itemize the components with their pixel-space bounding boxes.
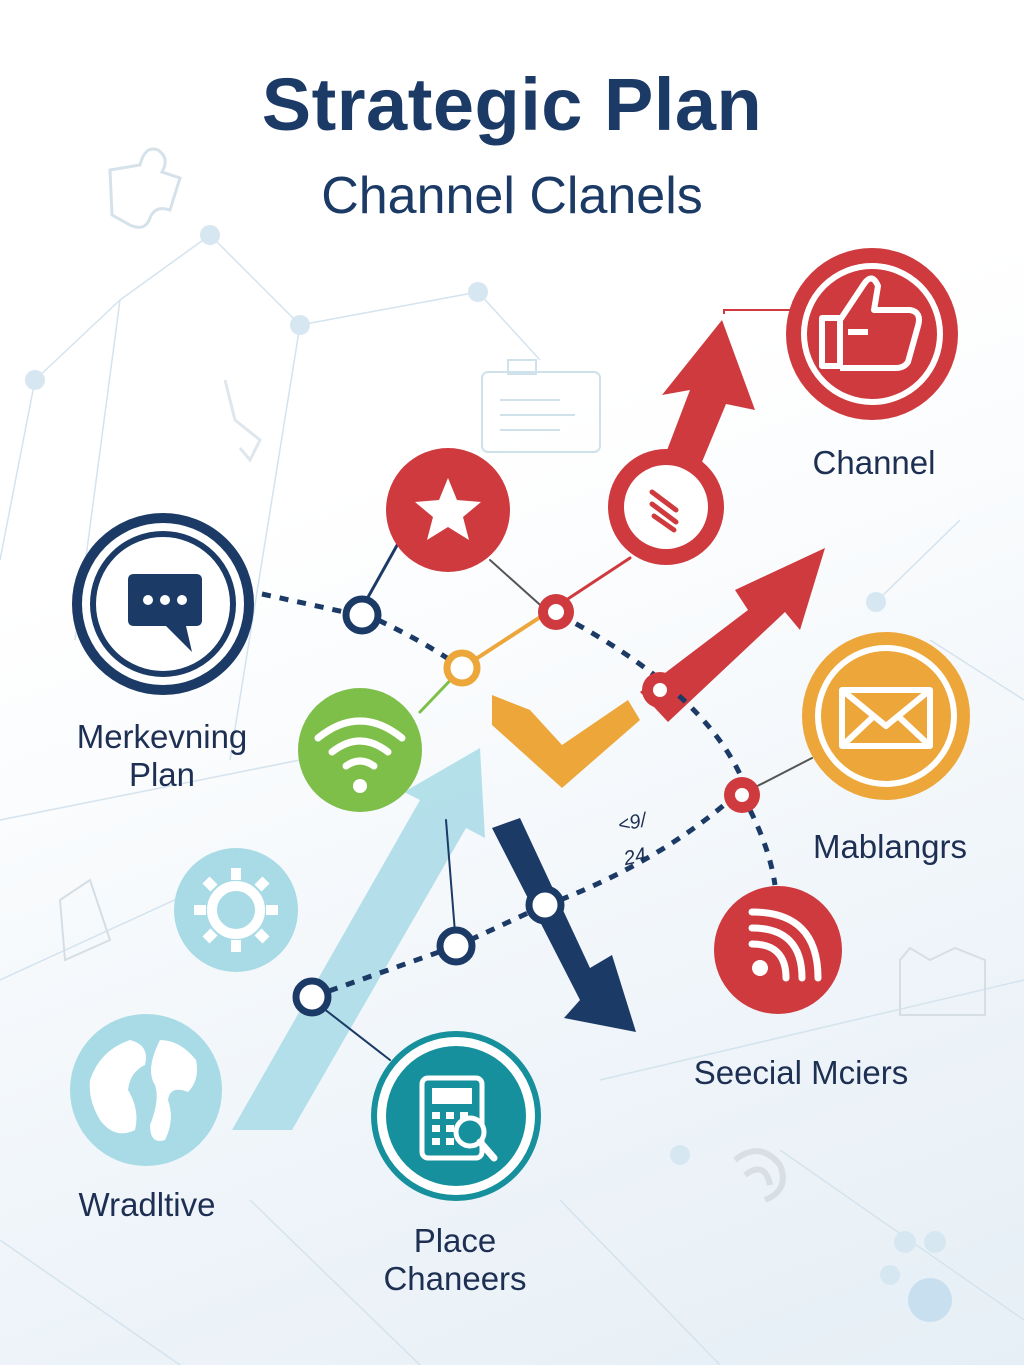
label-channel: Channel [812,444,936,481]
star-icon [415,478,481,540]
label-place-chaneers: Place Chaneers [370,1222,540,1298]
marketing-chat-badge[interactable] [72,513,254,695]
page-title: Strategic Plan [261,63,763,146]
connector-line-thumbs [723,309,790,314]
navy-arrow [492,818,636,1032]
node-navy-2 [525,885,565,925]
channel-thumbs-up-badge[interactable] [786,248,958,420]
background-dots [25,225,952,1322]
mablangrs-envelope-badge[interactable] [802,632,970,800]
place-calculator-badge[interactable] [371,1031,541,1201]
signal-waves-icon [748,908,822,982]
label-seecial-mciers: Seecial Mciers [693,1054,909,1091]
path-nodes [292,594,760,1017]
card-decoration [481,359,601,453]
red-arrow-middle [640,548,825,722]
background-network [0,234,1024,1365]
stripes-badge[interactable] [608,449,724,565]
annotation-line2: 24 [621,843,649,871]
node-navy-1 [342,595,382,635]
stripes-icon [649,489,679,533]
seecial-signal-badge[interactable] [714,886,842,1014]
label-mablangrs: Mablangrs [812,828,968,865]
calculator-search-icon [419,1075,498,1162]
gear-icon [194,868,278,952]
thumbs-up-icon [819,275,922,371]
gear-badge[interactable] [174,848,298,972]
label-wradltive: Wradltive [78,1186,216,1223]
node-navy-4 [292,977,332,1017]
puzzle-piece-decoration [108,147,182,229]
wifi-badge[interactable] [298,688,422,812]
page-subtitle: Channel Clanels [321,167,703,225]
label-place-line2: Chaneers [383,1260,527,1297]
node-navy-3 [436,926,476,966]
label-marketing-line2: Plan [128,756,196,793]
chat-bubble-icon [128,574,202,652]
globe-icon [89,1040,197,1141]
house-decoration [58,878,986,1016]
node-orange [443,649,481,687]
spiral-decoration [733,1148,786,1203]
label-place-line1: Place [413,1222,497,1259]
wradltive-globe-badge[interactable] [70,1014,222,1166]
dotted-paths [261,591,778,1000]
star-badge[interactable] [386,448,510,572]
label-marketing-plan: Merkevning Plan [62,718,262,794]
envelope-icon [839,687,933,749]
label-marketing-line1: Merkevning [76,718,248,755]
wrench-decoration [223,379,262,463]
wifi-icon [314,717,406,770]
light-blue-arrow [232,748,485,1130]
orange-chevron [492,695,640,788]
